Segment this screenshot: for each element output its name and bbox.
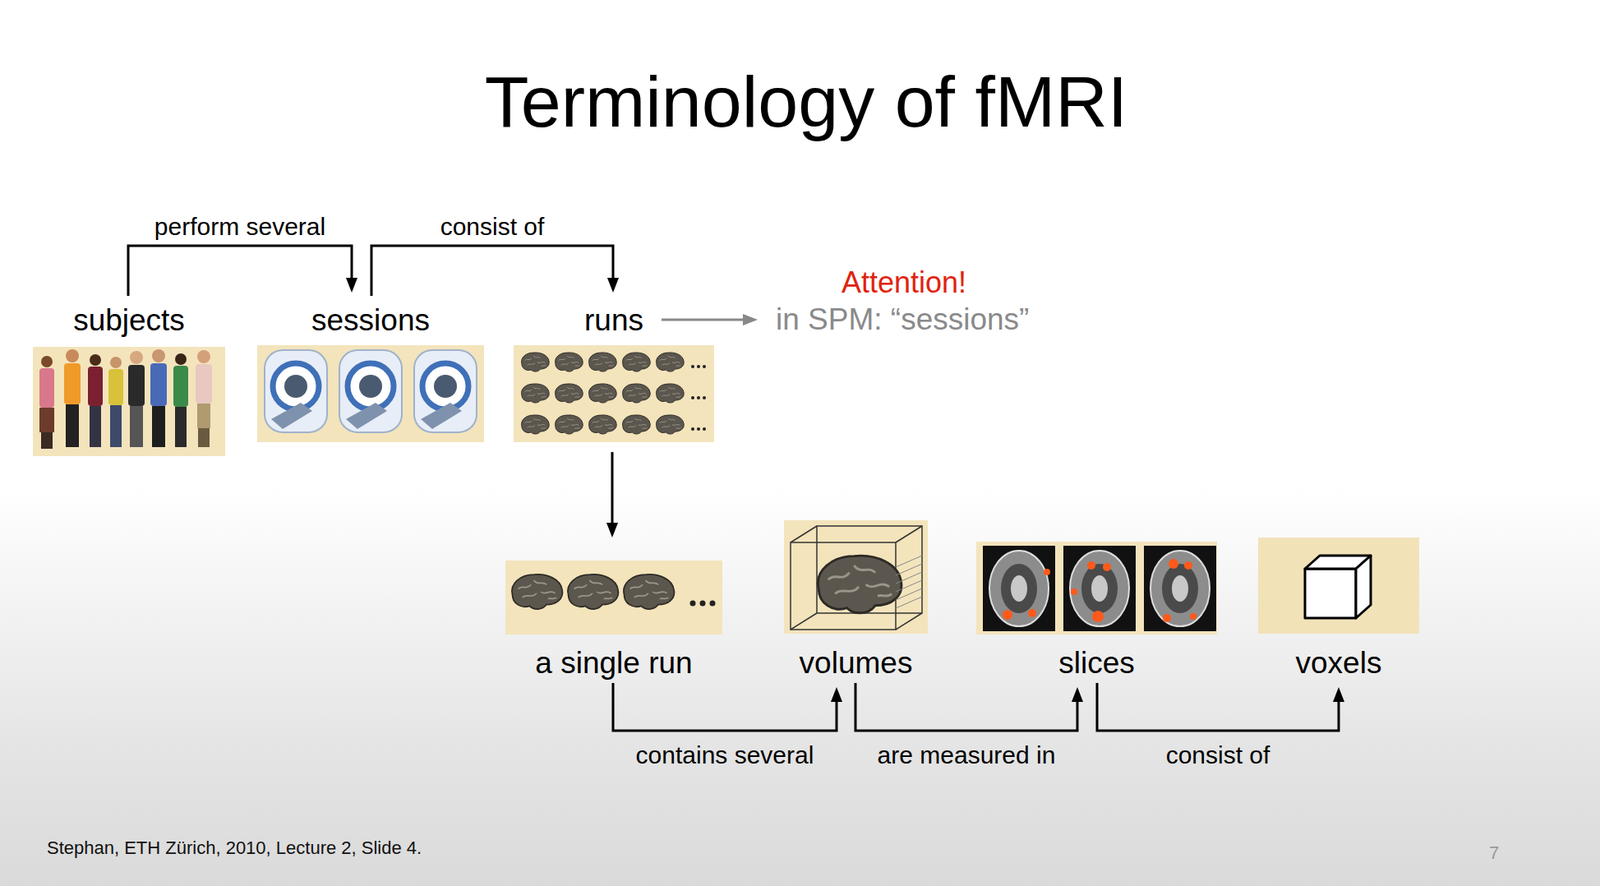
- mri-slice: [982, 545, 1056, 632]
- arrow-head: [606, 522, 618, 538]
- page-number: 7: [1489, 842, 1499, 864]
- connector-line: [128, 245, 352, 296]
- runs-picture: [513, 345, 715, 443]
- people: [39, 349, 213, 449]
- connector: [855, 682, 1084, 731]
- slice-lines: [895, 555, 923, 609]
- arrow-head: [345, 277, 358, 293]
- connector-label: contains several: [636, 741, 815, 770]
- brain-row: [511, 574, 674, 609]
- arrow-head: [607, 277, 619, 293]
- connector: [371, 245, 619, 296]
- spm-note: in SPM: “sessions”: [775, 302, 1029, 337]
- sessions-node: sessions: [257, 302, 485, 443]
- connector-label: are measured in: [877, 741, 1056, 770]
- ellipsis-dots: [691, 364, 706, 431]
- subjects-node: subjects: [32, 302, 226, 457]
- arrow-head: [1332, 687, 1345, 702]
- picture-background: [976, 541, 1218, 635]
- slices-picture: [976, 541, 1218, 635]
- voxel-picture: [1258, 537, 1420, 634]
- scanner-icon: [264, 350, 328, 433]
- runs-node: runs: [513, 302, 715, 443]
- volume-cube: [790, 525, 923, 630]
- connector-label: consist of: [1166, 741, 1271, 770]
- note-arrow: [661, 313, 758, 326]
- attention-note: Attention!: [841, 265, 967, 300]
- connector-line: [371, 245, 614, 296]
- node-label: voxels: [1225, 645, 1453, 682]
- connector: [1097, 682, 1345, 731]
- connector-line: [611, 451, 614, 525]
- node-label: sessions: [224, 302, 517, 339]
- connector: [128, 245, 358, 296]
- picture-background: [505, 560, 723, 635]
- scanner-icon: [414, 350, 477, 433]
- arrow-head: [830, 687, 843, 702]
- connector: [606, 451, 618, 538]
- node-label: runs: [480, 302, 747, 339]
- node-label: subjects: [0, 302, 259, 339]
- node-label: a single run: [472, 645, 756, 682]
- slices-node: slices: [976, 541, 1218, 682]
- brain: [817, 555, 902, 614]
- node-label: volumes: [751, 645, 961, 682]
- volume-picture: [783, 520, 928, 634]
- mri-slice: [1143, 545, 1217, 632]
- picture-background: [783, 520, 928, 634]
- connector-line: [855, 682, 1078, 731]
- node-label: slices: [943, 645, 1250, 682]
- ellipsis-dots: [690, 600, 716, 607]
- picture-background: [32, 346, 226, 457]
- subjects-picture: [32, 346, 226, 457]
- slide-title: Terminology of fMRI: [484, 59, 1128, 144]
- source-citation: Stephan, ETH Zürich, 2010, Lecture 2, Sl…: [46, 837, 422, 859]
- picture-background: [513, 345, 715, 443]
- single-run-picture: [505, 560, 723, 635]
- connector-line: [1097, 682, 1339, 731]
- picture-background: [257, 345, 485, 443]
- arrow-head: [1071, 687, 1084, 702]
- connector-line: [613, 682, 837, 731]
- sessions-picture: [257, 345, 485, 443]
- voxel-cube: [1304, 555, 1371, 618]
- mri-slice: [1063, 545, 1136, 632]
- picture-background: [1258, 537, 1420, 634]
- connector-label: consist of: [440, 212, 545, 241]
- volumes-node: volumes: [783, 520, 928, 682]
- brain-grid: [521, 352, 685, 434]
- scanner-icon: [339, 350, 402, 433]
- connector-label: perform several: [154, 212, 326, 241]
- connector: [613, 682, 843, 731]
- single-run-node: a single run: [505, 560, 723, 682]
- voxels-node: voxels: [1258, 537, 1420, 682]
